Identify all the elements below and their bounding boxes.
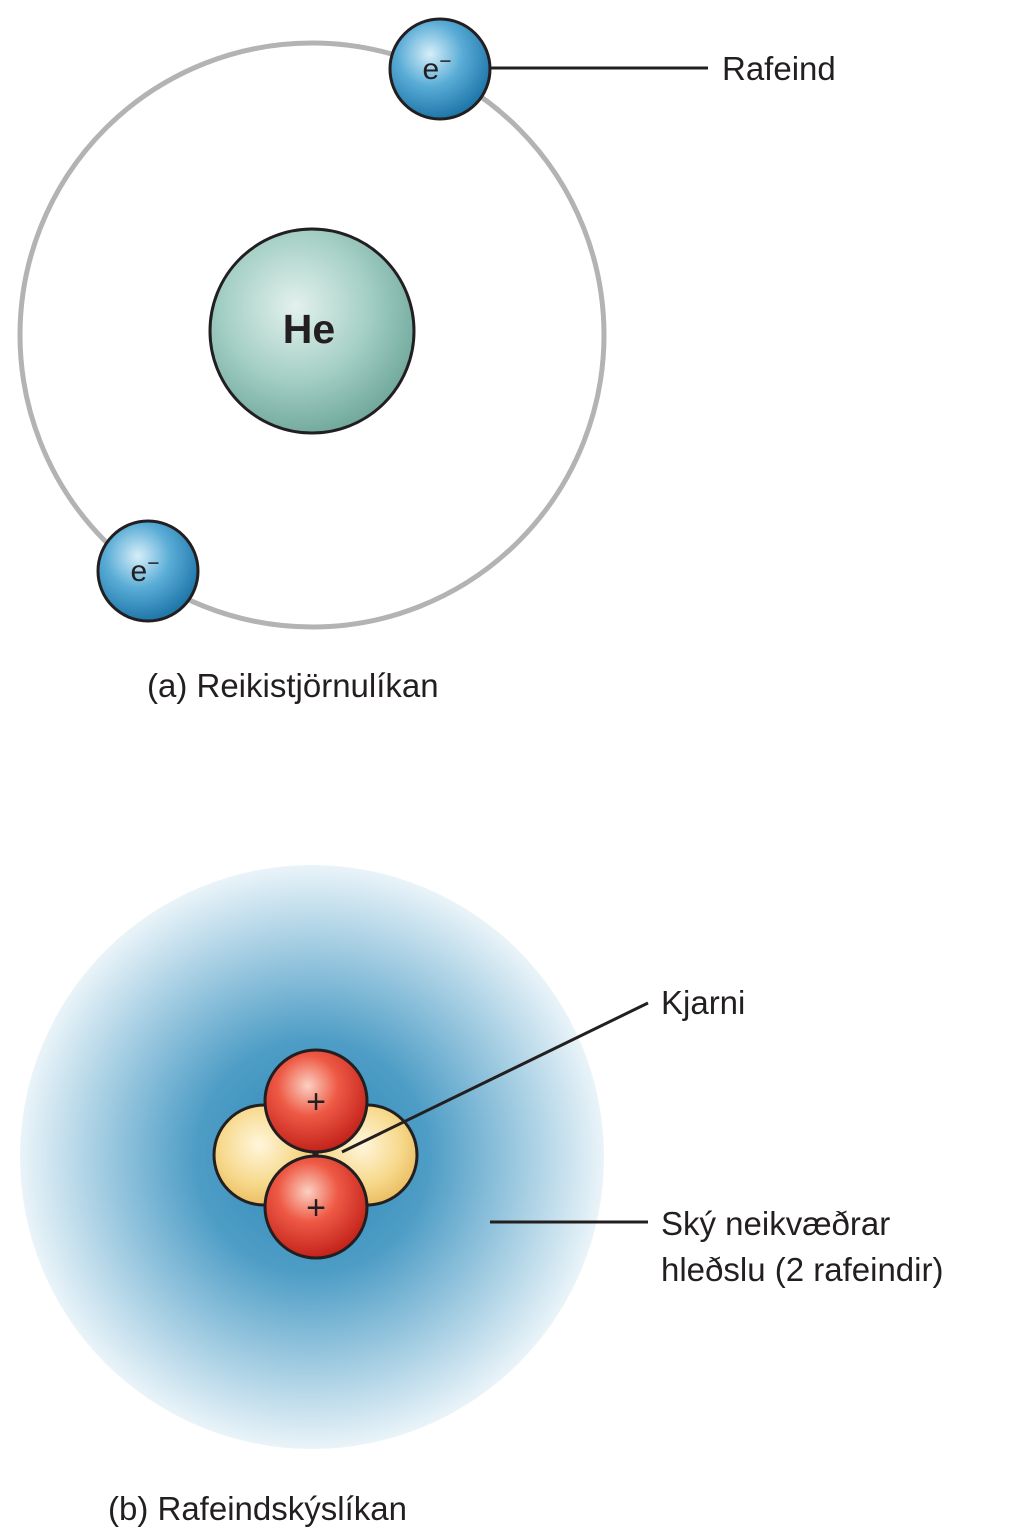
electron-callout-label: Rafeind	[722, 50, 836, 87]
electron-charge: −	[439, 50, 451, 73]
electron-orbit	[17, 40, 607, 630]
proton-bottom: +	[263, 1154, 369, 1260]
electron-symbol: e	[423, 53, 440, 86]
panel-a-planetary-model: He e− e− Rafeind (a) Reikistjörnulíkan	[17, 17, 836, 704]
electron-symbol: e	[131, 555, 148, 588]
proton-symbol: +	[306, 1189, 326, 1227]
panel-a-caption: (a) Reikistjörnulíkan	[147, 667, 439, 704]
electron-bottom: e−	[96, 519, 200, 623]
nucleus-symbol: He	[283, 306, 335, 352]
panel-b-caption: (b) Rafeindskýslíkan	[108, 1490, 407, 1527]
proton-symbol: +	[306, 1083, 326, 1121]
svg-text:e−: e−	[131, 552, 160, 588]
svg-text:e−: e−	[423, 50, 452, 86]
nucleus-callout-label: Kjarni	[661, 984, 745, 1021]
nucleus-callout-line	[341, 1001, 649, 1154]
cloud-callout-label-line1: Ský neikvæðrar	[661, 1205, 890, 1242]
cloud-callout-label-line2: hleðslu (2 rafeindir)	[661, 1251, 943, 1288]
nucleus-cluster: + +	[212, 1048, 419, 1260]
electron-charge: −	[147, 552, 159, 575]
electron-top: e−	[388, 17, 492, 121]
panel-b-electron-cloud-model: + + Kjarni Ský neikvæðrar hleðslu (2 raf…	[20, 865, 943, 1527]
helium-nucleus: He	[208, 227, 416, 435]
proton-top: +	[263, 1048, 369, 1154]
